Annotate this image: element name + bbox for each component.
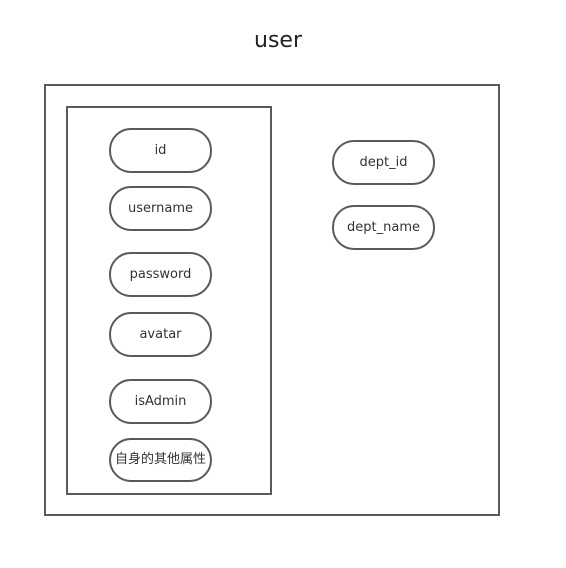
diagram-title: user bbox=[254, 28, 302, 53]
attribute-label: isAdmin bbox=[134, 393, 187, 409]
attribute-label: username bbox=[128, 200, 193, 216]
entity-container bbox=[44, 84, 500, 516]
self-attributes-group bbox=[66, 106, 272, 495]
attribute-label: avatar bbox=[139, 326, 182, 342]
attribute-label: id bbox=[154, 142, 167, 158]
attribute-node-username: username bbox=[109, 186, 212, 231]
attribute-node-other-properties: 自身的其他属性 bbox=[109, 438, 212, 482]
attribute-node-password: password bbox=[109, 252, 212, 297]
attribute-node-isadmin: isAdmin bbox=[109, 379, 212, 424]
attribute-node-avatar: avatar bbox=[109, 312, 212, 357]
attribute-label: 自身的其他属性 bbox=[115, 452, 207, 467]
attribute-node-dept-id: dept_id bbox=[332, 140, 435, 185]
attribute-label: password bbox=[129, 266, 192, 282]
attribute-node-id: id bbox=[109, 128, 212, 173]
attribute-label: dept_name bbox=[347, 219, 420, 235]
attribute-node-dept-name: dept_name bbox=[332, 205, 435, 250]
attribute-label: dept_id bbox=[359, 154, 408, 170]
